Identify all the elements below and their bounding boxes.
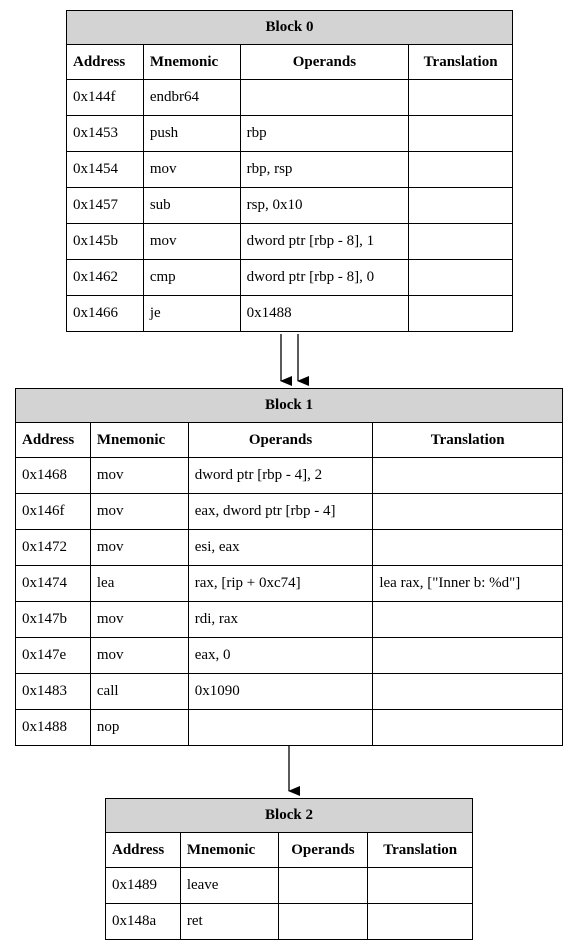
address-cell: 0x147e bbox=[15, 637, 91, 674]
address-cell: 0x1488 bbox=[15, 709, 91, 746]
translation-cell bbox=[372, 709, 563, 746]
address-cell: 0x1457 bbox=[66, 187, 144, 224]
header-mnemonic: Mnemonic bbox=[89, 422, 189, 458]
operands-cell: rsp, 0x10 bbox=[239, 187, 410, 224]
translation-cell bbox=[372, 637, 563, 674]
mnemonic-cell: mov bbox=[142, 151, 241, 188]
address-cell: 0x1462 bbox=[66, 259, 144, 296]
operands-cell: rbp bbox=[239, 115, 410, 152]
translation-cell bbox=[408, 79, 513, 116]
header-translation: Translation bbox=[367, 832, 473, 868]
translation-cell bbox=[408, 259, 513, 296]
header-address: Address bbox=[15, 422, 91, 458]
operands-cell: esi, eax bbox=[187, 529, 374, 566]
mnemonic-cell: push bbox=[142, 115, 241, 152]
translation-cell bbox=[408, 187, 513, 224]
block-2-table: Block 2 Address Mnemonic Operands Transl… bbox=[105, 798, 473, 940]
operands-cell: dword ptr [rbp - 8], 1 bbox=[239, 223, 410, 260]
operands-cell bbox=[239, 79, 410, 116]
header-translation: Translation bbox=[408, 44, 513, 80]
block-title: Block 0 bbox=[66, 10, 513, 45]
address-cell: 0x145b bbox=[66, 223, 144, 260]
mnemonic-cell: je bbox=[142, 295, 241, 332]
address-cell: 0x1489 bbox=[105, 867, 181, 904]
mnemonic-cell: mov bbox=[89, 493, 189, 530]
translation-cell bbox=[372, 493, 563, 530]
operands-cell: dword ptr [rbp - 8], 0 bbox=[239, 259, 410, 296]
address-cell: 0x1466 bbox=[66, 295, 144, 332]
mnemonic-cell: mov bbox=[89, 457, 189, 494]
mnemonic-cell: leave bbox=[179, 867, 279, 904]
operands-cell: 0x1090 bbox=[187, 673, 374, 710]
block-title: Block 2 bbox=[105, 798, 473, 833]
mnemonic-cell: ret bbox=[179, 903, 279, 940]
operands-cell: rax, [rip + 0xc74] bbox=[187, 565, 374, 602]
mnemonic-cell: nop bbox=[89, 709, 189, 746]
block-1-table: Block 1 Address Mnemonic Operands Transl… bbox=[15, 388, 563, 746]
mnemonic-cell: lea bbox=[89, 565, 189, 602]
operands-cell: 0x1488 bbox=[239, 295, 410, 332]
translation-cell bbox=[408, 295, 513, 332]
address-cell: 0x1453 bbox=[66, 115, 144, 152]
operands-cell bbox=[187, 709, 374, 746]
header-mnemonic: Mnemonic bbox=[142, 44, 241, 80]
address-cell: 0x148a bbox=[105, 903, 181, 940]
address-cell: 0x147b bbox=[15, 601, 91, 638]
translation-cell bbox=[372, 673, 563, 710]
block-title: Block 1 bbox=[15, 388, 563, 423]
header-translation: Translation bbox=[372, 422, 563, 458]
address-cell: 0x1454 bbox=[66, 151, 144, 188]
translation-cell bbox=[408, 115, 513, 152]
mnemonic-cell: mov bbox=[142, 223, 241, 260]
operands-cell: dword ptr [rbp - 4], 2 bbox=[187, 457, 374, 494]
translation-cell bbox=[367, 903, 473, 940]
mnemonic-cell: mov bbox=[89, 637, 189, 674]
address-cell: 0x144f bbox=[66, 79, 144, 116]
block-0-table: Block 0 Address Mnemonic Operands Transl… bbox=[66, 10, 513, 332]
address-cell: 0x1468 bbox=[15, 457, 91, 494]
address-cell: 0x146f bbox=[15, 493, 91, 530]
translation-cell bbox=[372, 457, 563, 494]
translation-cell: lea rax, ["Inner b: %d"] bbox=[372, 565, 563, 602]
operands-cell: eax, 0 bbox=[187, 637, 374, 674]
operands-cell bbox=[277, 903, 369, 940]
address-cell: 0x1472 bbox=[15, 529, 91, 566]
operands-cell: rdi, rax bbox=[187, 601, 374, 638]
mnemonic-cell: mov bbox=[89, 601, 189, 638]
header-operands: Operands bbox=[277, 832, 369, 868]
mnemonic-cell: endbr64 bbox=[142, 79, 241, 116]
